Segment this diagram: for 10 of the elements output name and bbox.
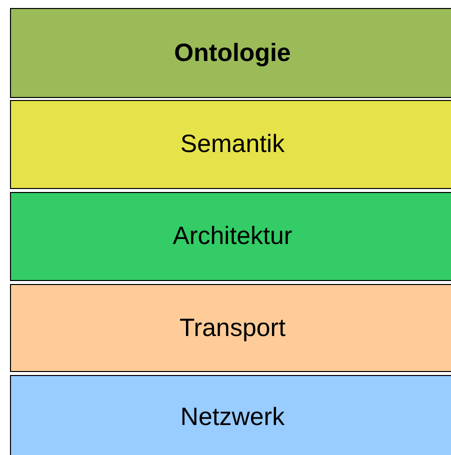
layer-label: Architektur bbox=[172, 222, 292, 251]
layer-box bbox=[10, 8, 451, 98]
layer-box bbox=[10, 375, 451, 455]
layer-box bbox=[10, 284, 451, 372]
layer-label: Semantik bbox=[180, 130, 285, 159]
layer-box bbox=[10, 192, 451, 281]
layer-label: Netzwerk bbox=[180, 403, 285, 432]
layer-label: Ontologie bbox=[174, 38, 291, 68]
layer-label: Transport bbox=[179, 314, 286, 342]
layer-box bbox=[10, 100, 451, 189]
